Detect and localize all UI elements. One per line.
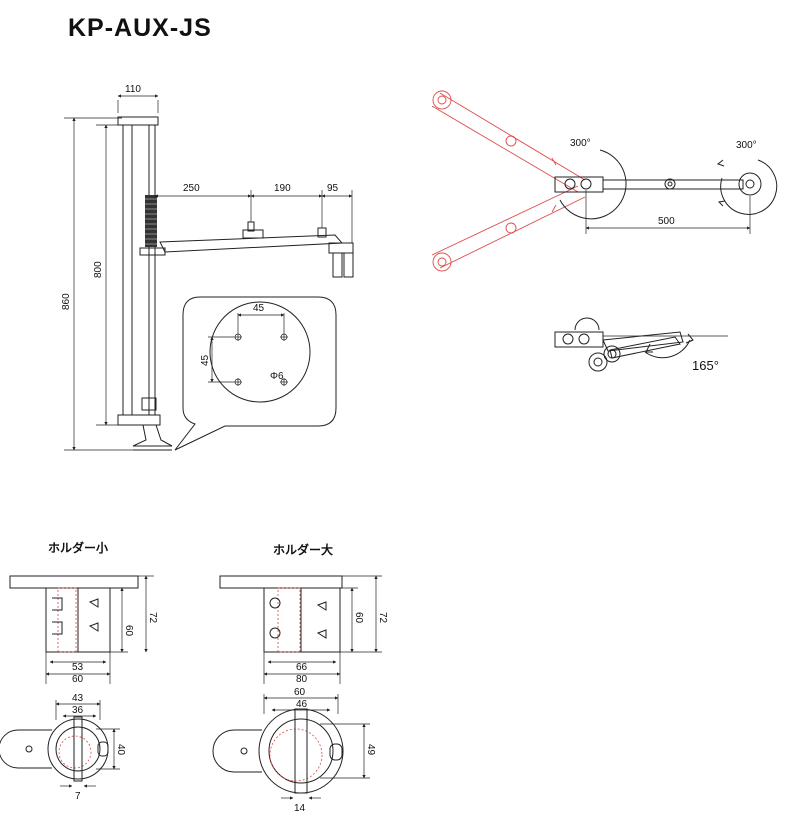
large-top-outer: 60 bbox=[294, 687, 306, 698]
small-slot: 7 bbox=[75, 791, 81, 802]
base-plate-callout: 45 45 Φ6 bbox=[174, 296, 337, 451]
dim-top-width: 110 bbox=[125, 84, 141, 95]
tilt-diagram: 165° bbox=[554, 317, 728, 373]
dim-arm3: 95 bbox=[327, 183, 339, 194]
holder-small: ホルダー小 60 72 53 60 43 36 bbox=[0, 540, 158, 802]
rotation-diagram: 300° 300° 500 bbox=[431, 90, 778, 272]
stand-dimensions: 110 860 800 250 190 95 bbox=[61, 84, 353, 451]
holder-large: ホルダー大 60 72 66 80 60 46 bbox=[212, 542, 388, 814]
angle-end: 300° bbox=[736, 140, 757, 151]
dim-arm2: 190 bbox=[274, 183, 291, 194]
small-w-outer: 60 bbox=[72, 674, 84, 685]
holder-small-label: ホルダー小 bbox=[48, 540, 108, 555]
dim-plate-x: 45 bbox=[253, 303, 265, 314]
angle-tilt: 165° bbox=[692, 358, 719, 373]
large-slot: 14 bbox=[294, 803, 306, 814]
holder-large-label: ホルダー大 bbox=[273, 542, 333, 557]
arm-swing-ghost bbox=[431, 90, 586, 272]
large-h-inner: 60 bbox=[353, 612, 364, 624]
dim-arm1: 250 bbox=[183, 183, 200, 194]
large-top-inner: 46 bbox=[296, 699, 308, 710]
large-w-inner: 66 bbox=[296, 662, 308, 673]
large-top-depth: 49 bbox=[365, 744, 376, 756]
dim-pole-height: 800 bbox=[93, 261, 104, 278]
small-w-inner: 53 bbox=[72, 662, 84, 673]
large-w-outer: 80 bbox=[296, 674, 308, 685]
small-h-outer: 72 bbox=[147, 612, 158, 624]
spring bbox=[145, 195, 157, 247]
large-h-outer: 72 bbox=[377, 612, 388, 624]
small-h-inner: 60 bbox=[123, 625, 134, 637]
mounting-hole bbox=[234, 333, 288, 386]
dim-total-height: 860 bbox=[61, 293, 72, 310]
small-top-outer: 43 bbox=[72, 693, 84, 704]
dim-hole-dia: Φ6 bbox=[270, 371, 284, 382]
dim-arm-length: 500 bbox=[658, 216, 675, 227]
page-title: KP-AUX-JS bbox=[68, 14, 212, 42]
small-top-depth: 40 bbox=[115, 744, 126, 756]
stand-drawing bbox=[117, 116, 354, 451]
small-top-inner: 36 bbox=[72, 705, 84, 716]
dim-plate-y: 45 bbox=[200, 354, 211, 366]
angle-base: 300° bbox=[570, 138, 591, 149]
